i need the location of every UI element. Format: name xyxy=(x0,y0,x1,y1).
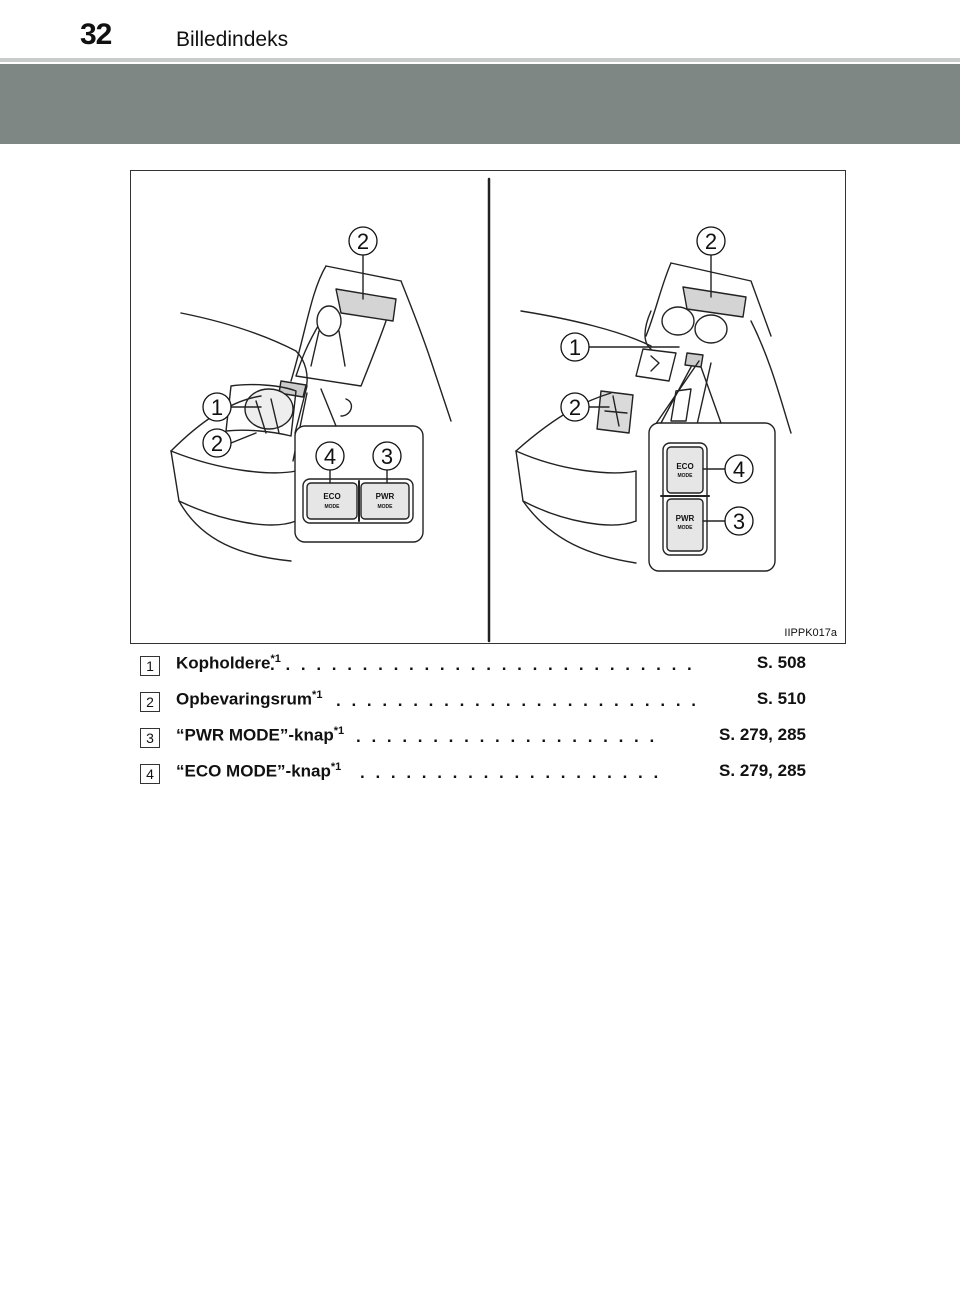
right-eco-sub: MODE xyxy=(678,473,694,479)
leader-dots: . . . . . . . . . . . . . . . . . . . . … xyxy=(356,727,658,746)
callout-left-1: 1 xyxy=(211,395,223,420)
callout-right-2b: 2 xyxy=(569,395,581,420)
callout-left-2b: 2 xyxy=(211,431,223,456)
legend-item: 1 Kopholdere*1 . . . . . . . . . . . . .… xyxy=(138,653,818,689)
callout-right-1: 1 xyxy=(569,335,581,360)
header-rule xyxy=(0,58,960,62)
legend-item: 2 Opbevaringsrum*1 . . . . . . . . . . .… xyxy=(138,689,818,725)
callout-right-4: 4 xyxy=(733,457,745,482)
legend-label: “PWR MODE”-knap*1 xyxy=(176,725,345,745)
page-header: 32 Billedindeks xyxy=(0,0,960,62)
page-reference[interactable]: S. 510 xyxy=(756,689,806,708)
callout-right-3: 3 xyxy=(733,509,745,534)
page-number: 32 xyxy=(80,18,112,51)
legend-number: 2 xyxy=(140,692,160,712)
leader-dots: . . . . . . . . . . . . . . . . . . . . … xyxy=(270,655,700,674)
page-reference[interactable]: S. 279, 285 xyxy=(719,761,806,780)
right-pwr-sub: MODE xyxy=(678,525,694,531)
legend-list: 1 Kopholdere*1 . . . . . . . . . . . . .… xyxy=(138,653,818,797)
figure-code: IIPPK017a xyxy=(784,627,837,639)
left-eco-sub: MODE xyxy=(325,504,341,510)
console-illustration: 2 1 2 4 3 2 1 2 4 3 ECO MODE PWR MODE EC… xyxy=(170,177,792,643)
section-title: Billedindeks xyxy=(176,28,289,51)
page-reference[interactable]: S. 279, 285 xyxy=(719,725,806,744)
illustration-figure: 2 1 2 4 3 2 1 2 4 3 ECO MODE PWR MODE EC… xyxy=(130,170,846,644)
callout-left-2a: 2 xyxy=(357,229,369,254)
leader-dots: . . . . . . . . . . . . . . . . . . . . … xyxy=(336,691,700,710)
legend-item: 3 “PWR MODE”-knap*1 . . . . . . . . . . … xyxy=(138,725,818,761)
leader-dots: . . . . . . . . . . . . . . . . . . . . … xyxy=(360,763,658,782)
right-pwr-label: PWR xyxy=(676,514,695,523)
legend-item: 4 “ECO MODE”-knap*1 . . . . . . . . . . … xyxy=(138,761,818,797)
left-eco-label: ECO xyxy=(323,492,340,501)
callout-left-4: 4 xyxy=(324,444,336,469)
legend-label: Opbevaringsrum*1 xyxy=(176,689,323,709)
section-banner xyxy=(0,64,960,144)
callout-left-3: 3 xyxy=(381,444,393,469)
page-reference[interactable]: S. 508 xyxy=(756,653,806,672)
legend-label: “ECO MODE”-knap*1 xyxy=(176,761,342,781)
legend-label: Kopholdere*1 xyxy=(176,653,281,673)
legend-number: 3 xyxy=(140,728,160,748)
legend-number: 4 xyxy=(140,764,160,784)
right-eco-label: ECO xyxy=(676,462,693,471)
legend-number: 1 xyxy=(140,656,160,676)
callout-right-2a: 2 xyxy=(705,229,717,254)
left-pwr-sub: MODE xyxy=(378,504,394,510)
left-pwr-label: PWR xyxy=(376,492,395,501)
